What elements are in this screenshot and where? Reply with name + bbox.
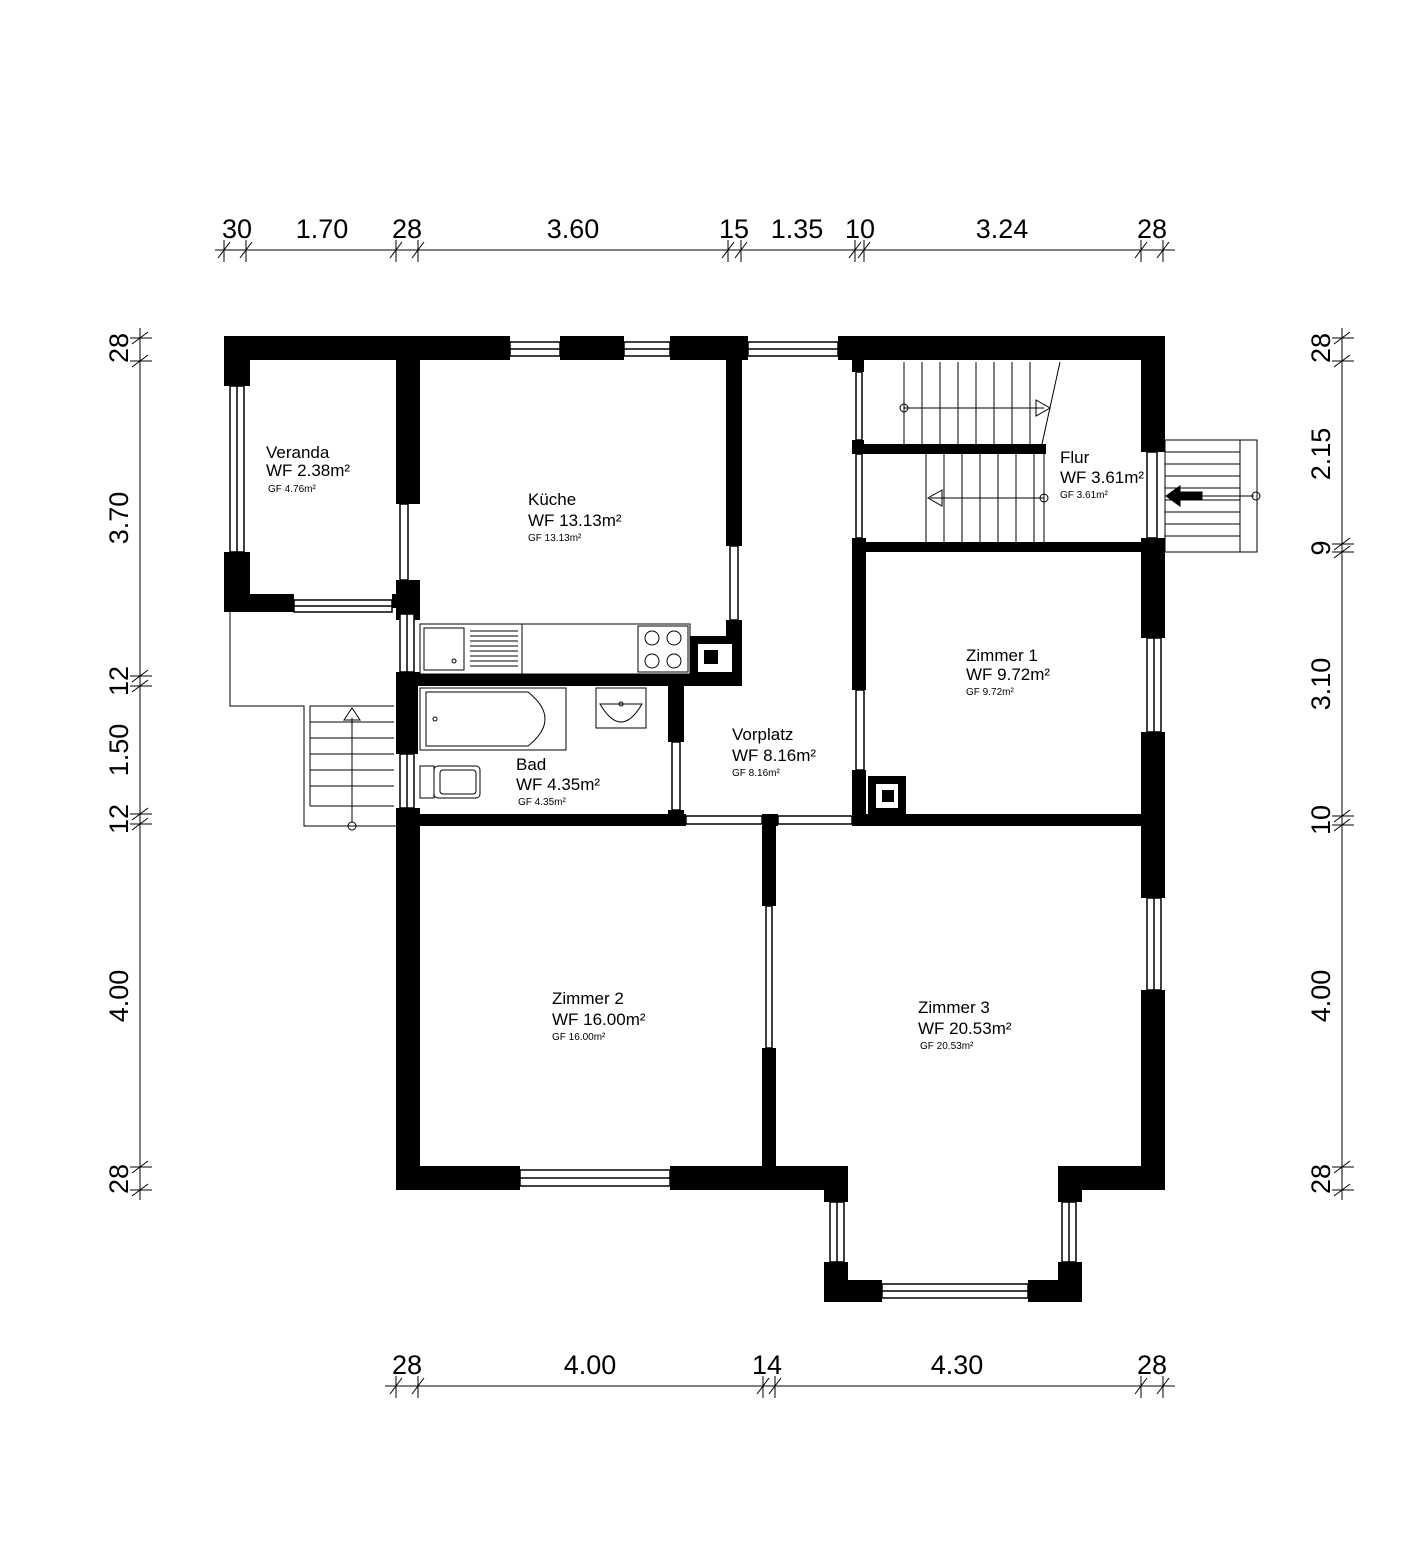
dim-bottom-0: 28 <box>392 1350 422 1380</box>
dim-top-8: 28 <box>1137 214 1167 244</box>
left-ticks <box>130 331 152 1197</box>
bottom-ticks <box>389 1376 1170 1398</box>
dim-right-5: 4.00 <box>1306 970 1336 1023</box>
dim-right-6: 28 <box>1306 1164 1336 1194</box>
room-name: Flur <box>1060 448 1090 467</box>
dim-left-6: 28 <box>104 1164 134 1194</box>
room-veranda: Veranda WF 2.38m² GF 4.76m² <box>266 443 350 495</box>
room-zimmer3: Zimmer 3 WF 20.53m² GF 20.53m² <box>918 998 1012 1052</box>
room-bad: Bad WF 4.35m² GF 4.35m² <box>516 755 600 808</box>
sink-icon <box>423 627 465 671</box>
bathtub-icon <box>419 687 567 751</box>
washbasin-icon <box>595 687 647 729</box>
dimension-labels-right: 28 2.15 9 3.10 10 4.00 28 <box>1306 333 1336 1194</box>
room-wf: WF 13.13m² <box>528 511 622 530</box>
dim-top-0: 30 <box>222 214 252 244</box>
room-name: Bad <box>516 755 546 774</box>
dim-bottom-4: 28 <box>1137 1350 1167 1380</box>
dim-bottom-1: 4.00 <box>564 1350 617 1380</box>
room-wf: WF 9.72m² <box>966 665 1050 684</box>
room-name: Zimmer 1 <box>966 646 1038 665</box>
room-vorplatz: Vorplatz WF 8.16m² GF 8.16m² <box>732 725 816 779</box>
dim-top-6: 10 <box>845 214 875 244</box>
room-zimmer1: Zimmer 1 WF 9.72m² GF 9.72m² <box>966 646 1050 698</box>
room-wf: WF 8.16m² <box>732 746 816 765</box>
dim-top-4: 15 <box>719 214 749 244</box>
dim-left-1: 3.70 <box>104 492 134 545</box>
dim-left-5: 4.00 <box>104 970 134 1023</box>
dim-top-7: 3.24 <box>976 214 1029 244</box>
dim-left-2: 12 <box>104 666 134 696</box>
room-name: Veranda <box>266 443 330 462</box>
dim-right-1: 2.15 <box>1306 428 1336 481</box>
dim-left-0: 28 <box>104 333 134 363</box>
room-name: Zimmer 3 <box>918 998 990 1017</box>
dim-right-2: 9 <box>1306 540 1336 555</box>
dimension-labels-top: 30 1.70 28 3.60 15 1.35 10 3.24 28 <box>222 214 1167 244</box>
dim-top-5: 1.35 <box>771 214 824 244</box>
room-flur: Flur WF 3.61m² GF 3.61m² <box>1060 448 1144 501</box>
dim-right-3: 3.10 <box>1306 658 1336 711</box>
kitchen-counter <box>419 623 691 675</box>
bathroom-fixtures <box>419 687 647 799</box>
dim-right-0: 28 <box>1306 333 1336 363</box>
chimney-details <box>698 644 898 808</box>
dim-bottom-2: 14 <box>752 1350 782 1380</box>
drainboard-icon <box>470 630 518 667</box>
room-name: Vorplatz <box>732 725 793 744</box>
dim-right-4: 10 <box>1306 805 1336 835</box>
room-gf: GF 20.53m² <box>920 1041 974 1052</box>
dim-left-4: 12 <box>104 804 134 834</box>
toilet-icon <box>419 765 435 799</box>
dim-top-2: 28 <box>392 214 422 244</box>
room-gf: GF 9.72m² <box>966 687 1014 698</box>
upper-stair-treads <box>921 362 1031 444</box>
dim-bottom-3: 4.30 <box>931 1350 984 1380</box>
room-gf: GF 3.61m² <box>1060 490 1108 501</box>
dim-top-1: 1.70 <box>296 214 349 244</box>
room-wf: WF 2.38m² <box>266 461 350 480</box>
room-wf: WF 3.61m² <box>1060 468 1144 487</box>
stairs <box>229 361 1261 831</box>
top-ticks <box>217 240 1170 262</box>
dimension-labels-left: 28 3.70 12 1.50 12 4.00 28 <box>104 333 134 1194</box>
dimension-labels-bottom: 28 4.00 14 4.30 28 <box>392 1350 1167 1380</box>
right-ticks <box>1332 331 1354 1197</box>
dimension-lines <box>130 240 1354 1398</box>
room-kueche: Küche WF 13.13m² GF 13.13m² <box>528 490 622 544</box>
room-gf: GF 8.16m² <box>732 768 780 779</box>
room-zimmer2: Zimmer 2 WF 16.00m² GF 16.00m² <box>552 989 646 1043</box>
room-wf: WF 16.00m² <box>552 1010 646 1029</box>
room-gf: GF 13.13m² <box>528 533 582 544</box>
windows <box>229 341 1162 1299</box>
dim-left-3: 1.50 <box>104 724 134 777</box>
room-gf: GF 16.00m² <box>552 1032 606 1043</box>
walls <box>224 336 1165 1302</box>
room-wf: WF 20.53m² <box>918 1019 1012 1038</box>
room-gf: GF 4.35m² <box>518 797 566 808</box>
dim-top-3: 3.60 <box>547 214 600 244</box>
room-wf: WF 4.35m² <box>516 775 600 794</box>
room-gf: GF 4.76m² <box>268 484 316 495</box>
room-name: Küche <box>528 490 576 509</box>
stove-icon <box>637 625 689 673</box>
room-name: Zimmer 2 <box>552 989 624 1008</box>
